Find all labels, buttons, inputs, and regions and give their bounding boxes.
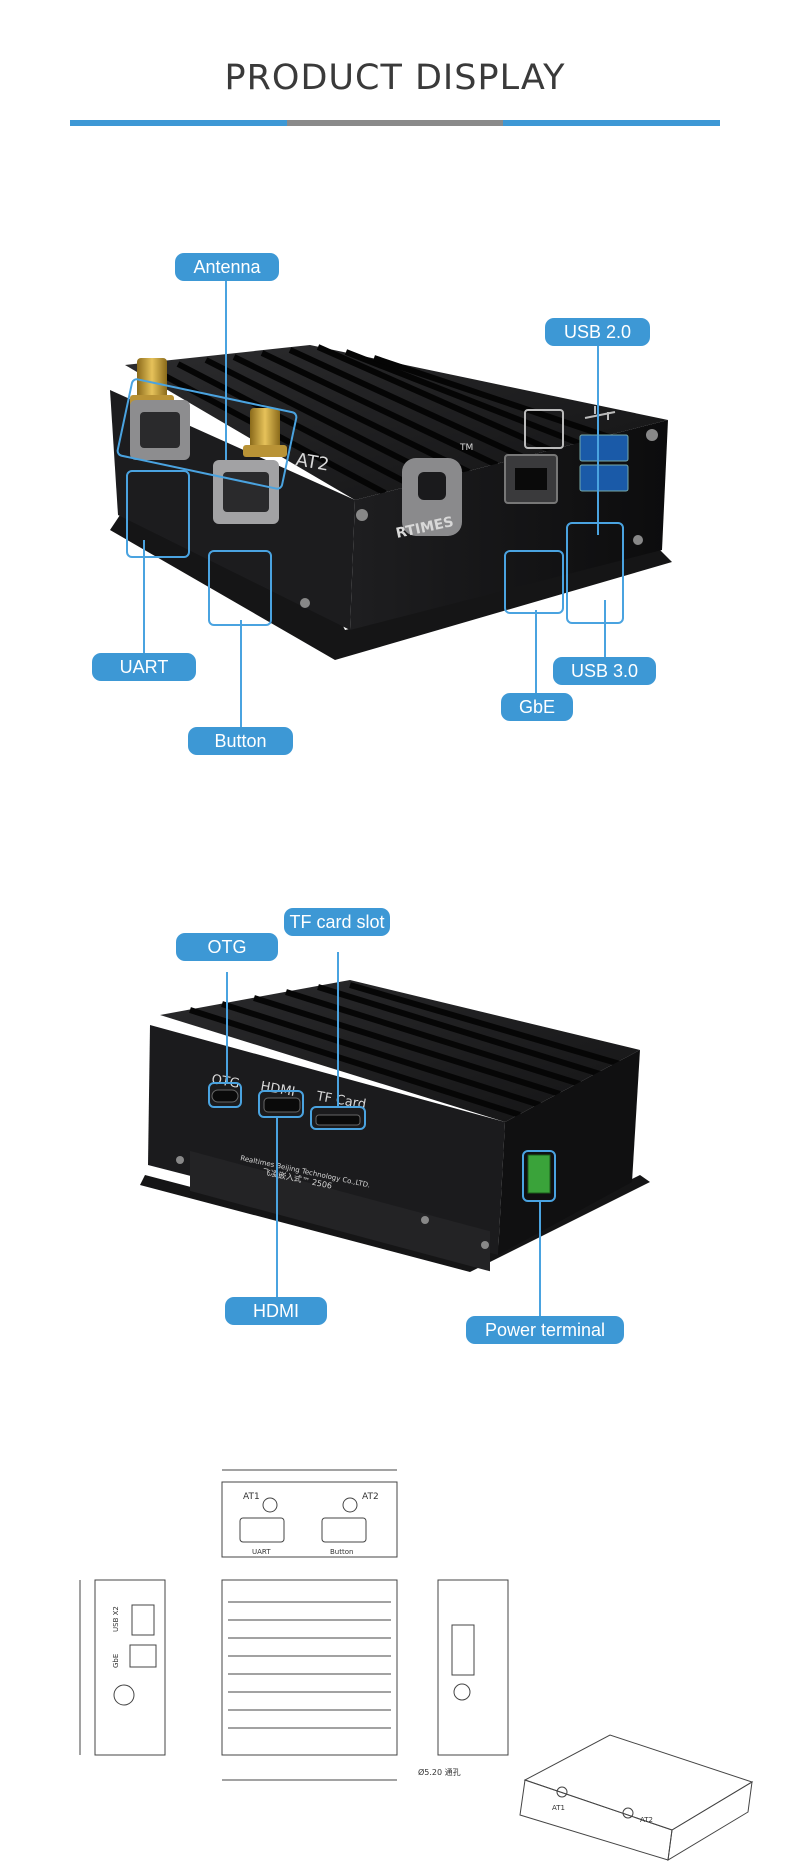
heatsink-top bbox=[125, 345, 668, 500]
device-front-photo: RTIMES TM AT2 bbox=[110, 344, 672, 660]
label-antenna: Antenna bbox=[175, 253, 279, 281]
power-highlight-frame bbox=[522, 1150, 556, 1202]
drawing-label-usb: USB X2 bbox=[112, 1606, 120, 1632]
underline-segment-blue-right bbox=[503, 120, 721, 126]
button-highlight-frame bbox=[208, 550, 272, 626]
hdmi-connector-line bbox=[276, 1118, 278, 1310]
label-usb2: USB 2.0 bbox=[545, 318, 650, 346]
power-connector-line bbox=[539, 1202, 541, 1330]
label-power-terminal: Power terminal bbox=[466, 1316, 624, 1344]
drawing-label-at1: AT1 bbox=[243, 1492, 260, 1502]
label-gbe: GbE bbox=[501, 693, 573, 721]
tf-card-slot bbox=[315, 1114, 361, 1126]
uart-highlight-frame bbox=[126, 470, 190, 558]
drawing-label-button: Button bbox=[330, 1548, 353, 1556]
label-otg: OTG bbox=[176, 933, 278, 961]
usb-icon bbox=[584, 406, 616, 420]
drawing-front-view bbox=[221, 1481, 398, 1558]
antenna-connector-2-icon bbox=[243, 408, 287, 457]
page-title: PRODUCT DISPLAY bbox=[224, 58, 566, 98]
side-face bbox=[498, 1050, 640, 1255]
title-underline bbox=[70, 120, 721, 126]
underline-segment-blue-left bbox=[70, 120, 287, 126]
drawing-top-view bbox=[221, 1579, 398, 1756]
heatsink-fins-back bbox=[189, 982, 621, 1118]
usb-highlight-frame bbox=[566, 522, 624, 624]
label-uart: UART bbox=[92, 653, 196, 681]
label-usb3: USB 3.0 bbox=[553, 657, 656, 685]
uart-connector-line bbox=[143, 540, 145, 665]
trademark-mark: TM bbox=[459, 443, 473, 453]
hdmi-port bbox=[263, 1097, 301, 1113]
drawing-hole-note: Ø5.20 通孔 bbox=[418, 1767, 461, 1777]
tf-highlight-frame bbox=[310, 1106, 366, 1130]
drawing-label-at2: AT2 bbox=[362, 1492, 379, 1502]
drawing-iso-label-at2: AT2 bbox=[640, 1816, 653, 1824]
label-tf-card-slot: TF card slot bbox=[284, 908, 390, 936]
drawing-label-gbe: GbE bbox=[112, 1654, 120, 1668]
usb3-connector-line bbox=[604, 600, 606, 660]
otg-port bbox=[211, 1089, 239, 1103]
usb2-connector-line bbox=[597, 345, 599, 535]
antenna-connector-line bbox=[225, 280, 227, 460]
otg-connector-line bbox=[226, 972, 228, 1084]
hdmi-highlight-frame bbox=[258, 1090, 304, 1118]
gbe-highlight-frame bbox=[504, 550, 564, 614]
port-marking-at2: AT2 bbox=[294, 449, 331, 475]
label-hdmi: HDMI bbox=[225, 1297, 327, 1325]
technical-drawing: AT1 AT2 UART Button USB X2 GbE Ø5.20 通孔 … bbox=[79, 1469, 754, 1861]
drawing-left-view bbox=[94, 1579, 166, 1756]
gbe-connector-line bbox=[535, 610, 537, 695]
tf-connector-line bbox=[337, 952, 339, 1108]
hdmi-marking: HDMI bbox=[259, 1079, 296, 1100]
button-connector-line bbox=[240, 620, 242, 740]
drawing-isometric-view bbox=[523, 1734, 754, 1831]
underline-segment-gray bbox=[286, 120, 504, 126]
otg-highlight-frame bbox=[208, 1082, 242, 1108]
drawing-right-view bbox=[437, 1579, 509, 1756]
drawing-iso-label-at1: AT1 bbox=[552, 1804, 565, 1812]
device-back-photo: OTG HDMI TF Card Realtimes Beijing Techn… bbox=[140, 980, 650, 1272]
ethernet-icon bbox=[524, 409, 564, 449]
label-button: Button bbox=[188, 727, 293, 755]
heatsink-top-back bbox=[160, 980, 640, 1122]
power-terminal bbox=[527, 1154, 551, 1194]
drawing-label-uart: UART bbox=[252, 1548, 271, 1556]
rtimes-logo-icon bbox=[402, 458, 462, 536]
usb2-port bbox=[579, 434, 629, 462]
usb3-port bbox=[579, 464, 629, 492]
